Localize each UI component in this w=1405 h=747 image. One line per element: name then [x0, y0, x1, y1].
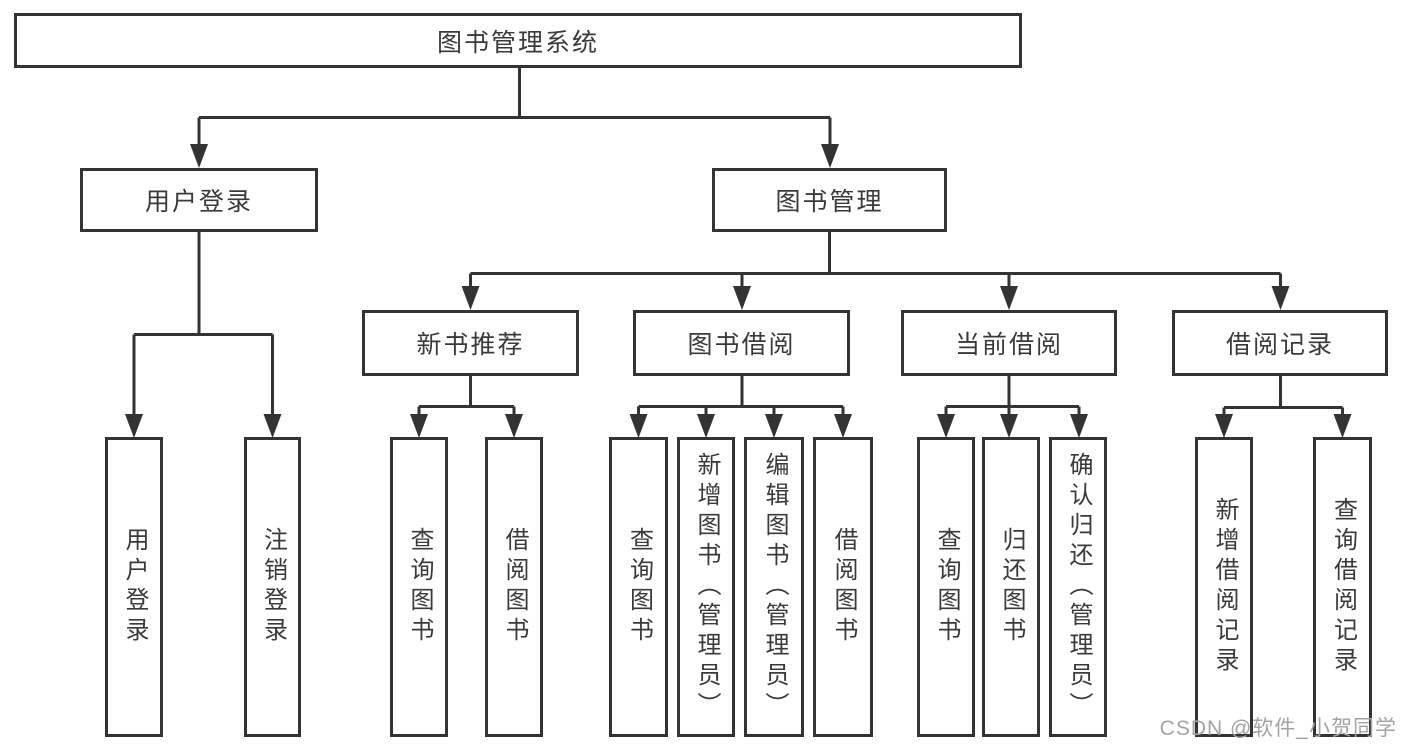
leaf-borrow-add-admin: 新增图书（管理员）	[677, 437, 735, 737]
arrow-down-icon	[834, 414, 852, 438]
leaf-borrow-borrow: 借阅图书	[813, 437, 873, 737]
arrow-down-icon	[1333, 414, 1352, 438]
leaf-newbooks-query-label: 查询图书	[406, 527, 433, 647]
arrow-down-icon	[937, 414, 955, 438]
arrow-down-icon	[125, 414, 143, 438]
leaf-user-login: 用户登录	[105, 437, 163, 737]
leaf-current-confirm-return-admin-label: 确认归还（管理员）	[1065, 452, 1092, 722]
leaf-borrow-edit-admin: 编辑图书（管理员）	[744, 437, 804, 737]
node-book-management: 图书管理	[712, 168, 947, 232]
leaf-current-return: 归还图书	[982, 437, 1040, 737]
arrow-down-icon	[263, 414, 282, 438]
leaf-current-confirm-return-admin: 确认归还（管理员）	[1049, 437, 1107, 737]
node-new-book-recommend: 新书推荐	[362, 310, 579, 376]
leaf-borrow-borrow-label: 借阅图书	[830, 527, 857, 647]
leaf-records-query-label: 查询借阅记录	[1329, 497, 1357, 677]
node-book-management-label: 图书管理	[775, 188, 884, 216]
arrow-down-icon	[1215, 414, 1233, 438]
arrow-down-icon	[1070, 414, 1088, 438]
node-new-book-recommend-label: 新书推荐	[416, 331, 525, 359]
arrow-down-icon	[733, 286, 751, 310]
node-borrow-records-label: 借阅记录	[1225, 331, 1334, 359]
connector-paths	[132, 66, 1344, 416]
node-user-login-label: 用户登录	[144, 188, 253, 216]
node-current-borrow: 当前借阅	[901, 310, 1117, 376]
leaf-borrow-query: 查询图书	[609, 437, 668, 737]
node-root-label: 图书管理系统	[436, 28, 599, 57]
node-root: 图书管理系统	[14, 13, 1022, 68]
arrow-down-icon	[629, 414, 648, 438]
node-user-login: 用户登录	[80, 168, 318, 232]
leaf-records-query: 查询借阅记录	[1313, 437, 1372, 737]
leaf-records-add-label: 新增借阅记录	[1211, 497, 1238, 677]
leaf-logout-label: 注销登录	[259, 527, 287, 647]
leaf-records-add: 新增借阅记录	[1195, 437, 1253, 737]
node-book-borrow-label: 图书借阅	[687, 331, 796, 359]
arrow-down-icon	[1000, 286, 1018, 310]
arrow-down-icon	[1271, 286, 1290, 310]
leaf-newbooks-query: 查询图书	[390, 437, 448, 737]
leaf-borrow-edit-admin-label: 编辑图书（管理员）	[761, 452, 788, 722]
leaf-current-return-label: 归还图书	[998, 527, 1025, 647]
leaf-current-query-label: 查询图书	[933, 527, 960, 647]
arrowheads	[125, 144, 1352, 438]
arrow-down-icon	[410, 414, 428, 438]
watermark: CSDN @软件_小贺同学	[1159, 717, 1397, 740]
node-current-borrow-label: 当前借阅	[954, 331, 1063, 359]
leaf-borrow-add-admin-label: 新增图书（管理员）	[693, 452, 720, 722]
node-book-borrow: 图书借阅	[633, 310, 850, 376]
leaf-newbooks-borrow-label: 借阅图书	[501, 527, 528, 647]
arrow-down-icon	[505, 414, 523, 438]
leaf-borrow-query-label: 查询图书	[625, 527, 653, 647]
leaf-user-login-label: 用户登录	[121, 527, 148, 647]
arrow-down-icon	[821, 144, 839, 168]
leaf-logout: 注销登录	[244, 437, 301, 737]
arrow-down-icon	[461, 286, 480, 310]
arrow-down-icon	[190, 144, 208, 168]
node-borrow-records: 借阅记录	[1172, 310, 1388, 376]
arrow-down-icon	[1000, 414, 1018, 438]
leaf-current-query: 查询图书	[917, 437, 975, 737]
arrow-down-icon	[765, 414, 783, 438]
leaf-newbooks-borrow: 借阅图书	[485, 437, 543, 737]
arrow-down-icon	[697, 414, 715, 438]
